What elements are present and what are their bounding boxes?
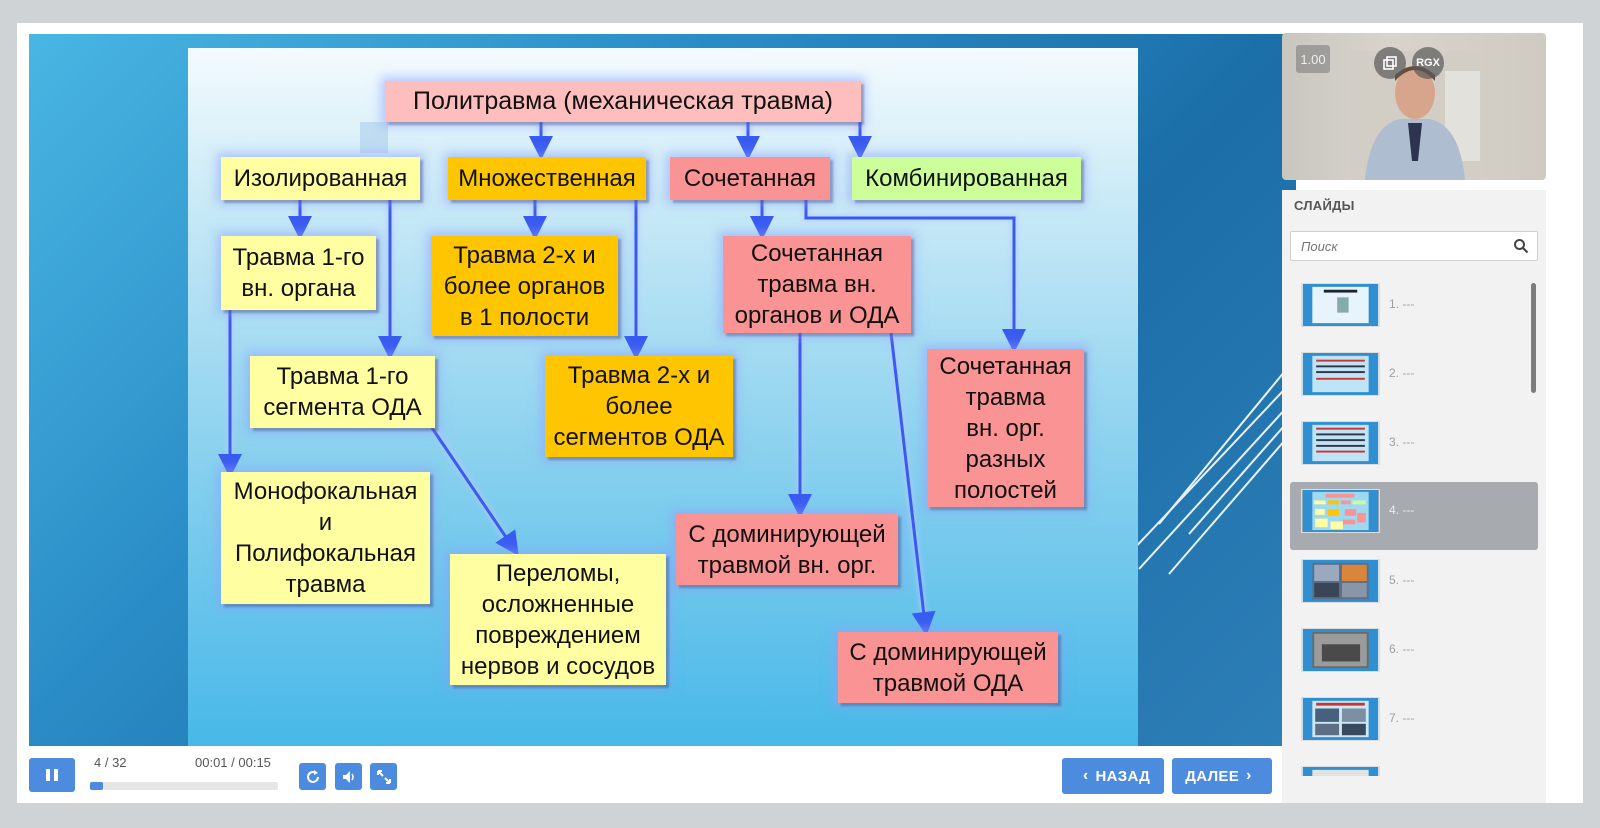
slide-content: Политравма (механическая травма) Изолиро… [188,48,1138,746]
rgx-button[interactable]: RGX [1412,47,1444,79]
volume-button[interactable] [335,763,362,790]
replay-icon [306,769,319,783]
box-combined-cavities: Сочетанная травма вн. орг. разных полост… [927,349,1084,507]
box-two-segments: Травма 2-х и более сегментов ОДА [545,356,733,457]
box-combined-organs-oda: Сочетанная травма вн. органов и ОДА [723,236,911,333]
slide-item-label: 7. --- [1389,711,1415,725]
back-button-label: НАЗАД [1095,767,1151,785]
slide-item-8-partial[interactable] [1290,759,1538,776]
slide-item-label: 2. --- [1389,366,1415,380]
slide-item-3[interactable]: 3. --- [1290,414,1538,482]
decorative-lines [1129,356,1296,575]
next-button[interactable]: ДАЛЕЕ › [1172,758,1272,794]
box-two-organs: Травма 2-х и более органов в 1 полости [431,236,618,336]
slide-item-2[interactable]: 2. --- [1290,345,1538,413]
chevron-right-icon: › [1246,767,1252,784]
slide-thumbnail [1301,697,1380,741]
box-dominant-organ: С доминирующей травмой вн. орг. [676,514,898,585]
slide-list-scrollbar[interactable] [1531,283,1536,393]
fullscreen-button[interactable] [370,763,397,790]
next-button-label: ДАЛЕЕ [1185,767,1240,785]
pause-icon [46,769,50,781]
slides-panel-title: СЛАЙДЫ [1294,198,1355,213]
expand-icon [376,769,391,784]
slide-thumbnail [1301,421,1380,465]
slide-item-label: 3. --- [1389,435,1415,449]
diagram-title-box: Политравма (механическая травма) [385,81,861,122]
slide-item-label: 5. --- [1389,573,1415,587]
progress-bar[interactable] [90,782,278,790]
arrow-layer [218,122,1026,636]
chevron-left-icon: ‹ [1082,767,1089,784]
slide-item-4[interactable]: 4. --- [1290,482,1538,550]
box-multiple: Множественная [448,157,646,200]
slide-thumbnail [1301,766,1380,776]
box-isolated: Изолированная [221,157,420,200]
search-input[interactable] [1301,232,1511,260]
slide-thumbnail [1301,489,1380,533]
search-box [1290,231,1538,261]
slide-thumbnail [1301,628,1380,672]
slide-stage: Политравма (механическая травма) Изолиро… [29,34,1296,746]
box-combined: Сочетанная [670,157,830,200]
progress-fill [90,782,104,790]
volume-icon [342,770,354,783]
slide-item-5[interactable]: 5. --- [1290,552,1538,620]
playback-timer: 00:01 / 00:15 [195,755,271,770]
presenter-image [1350,51,1480,180]
playback-speed[interactable]: 1.00 [1296,45,1330,73]
back-button[interactable]: ‹ НАЗАД [1062,758,1164,794]
slide-thumbnail [1301,559,1380,603]
presenter-video[interactable]: 1.00 RGX [1282,33,1546,180]
popout-icon [1383,56,1397,70]
slide-thumbnail [1301,352,1380,396]
box-single-segment: Травма 1-го сегмента ОДА [250,356,435,428]
slide-item-label: 4. --- [1389,503,1415,517]
replay-button[interactable] [299,763,326,790]
slide-item-label: 1. --- [1389,297,1415,311]
slide-counter: 4 / 32 [94,755,127,770]
slides-panel: СЛАЙДЫ 1. --- 2. [1282,190,1546,803]
box-single-organ: Травма 1-го вн. органа [221,236,376,310]
box-combination: Комбинированная [852,157,1081,200]
slide-item-7[interactable]: 7. --- [1290,690,1538,758]
slide-list: 1. --- 2. --- 3. --- [1290,276,1538,776]
popout-button[interactable] [1374,47,1406,79]
player-frame: Политравма (механическая травма) Изолиро… [17,23,1583,803]
search-icon[interactable] [1513,238,1529,254]
box-mono-poly: Монофокальная и Полифокальная травма [221,472,430,604]
slide-item-1[interactable]: 1. --- [1290,276,1538,344]
slide-thumbnail [1301,283,1380,327]
slide-item-label: 6. --- [1389,642,1415,656]
pause-button[interactable] [29,758,75,792]
box-dominant-oda: С доминирующей травмой ОДА [838,632,1058,703]
slide-item-6[interactable]: 6. --- [1290,621,1538,689]
box-fractures: Переломы, осложненные повреждением нерво… [450,554,666,685]
